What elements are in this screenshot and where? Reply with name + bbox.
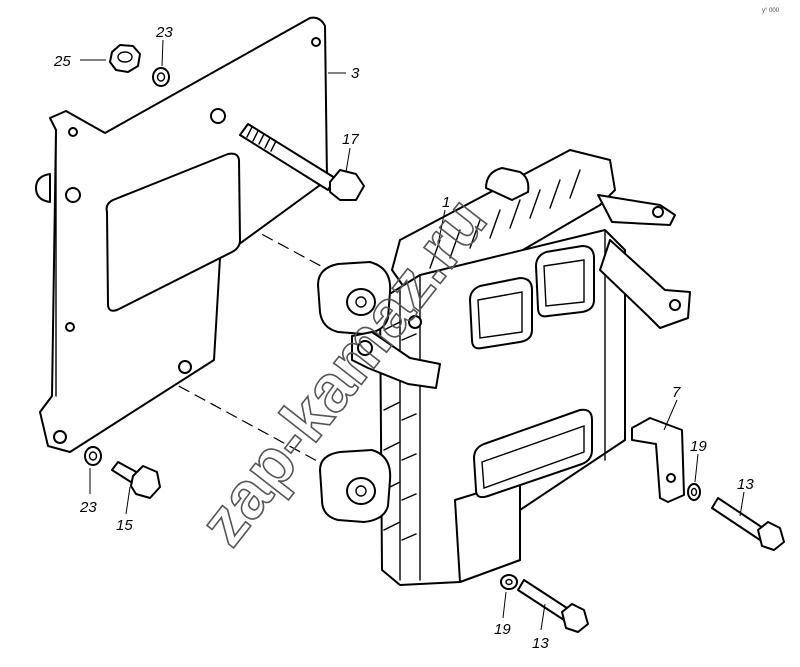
callout-23-top: 23 — [155, 24, 173, 41]
image-code: у° 000 — [762, 8, 780, 14]
nut-25 — [109, 44, 141, 73]
callout-labels: 25 23 3 17 1 7 19 13 23 15 19 13 — [53, 24, 754, 652]
callout-19-right: 19 — [690, 438, 707, 455]
bolt-13-bottom — [517, 579, 589, 633]
mounting-bracket-3 — [35, 16, 328, 453]
callout-13-right: 13 — [737, 476, 754, 493]
bolt-17 — [239, 123, 365, 201]
bolt-13-right — [711, 497, 785, 551]
bolt-15 — [111, 461, 161, 499]
callout-7: 7 — [672, 384, 681, 401]
callout-19-bottom: 19 — [494, 621, 511, 638]
callout-1: 1 — [442, 194, 450, 211]
lock-washer-23-top — [152, 67, 170, 87]
callout-25: 25 — [53, 53, 71, 70]
washer-19-right — [687, 483, 701, 501]
control-unit-1 — [317, 149, 691, 586]
washer-19-bottom — [500, 574, 518, 590]
callout-15: 15 — [116, 517, 133, 534]
callout-17: 17 — [342, 131, 359, 148]
callout-3: 3 — [351, 65, 360, 82]
bracket-7 — [631, 417, 685, 503]
callout-13-bottom: 13 — [532, 635, 549, 652]
leader-lines — [80, 39, 745, 631]
lock-washer-23-bottom — [84, 446, 102, 466]
callout-23-bottom: 23 — [79, 499, 97, 516]
